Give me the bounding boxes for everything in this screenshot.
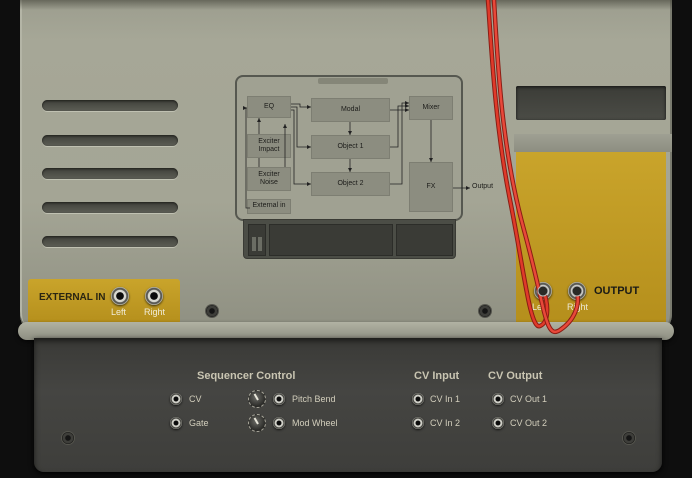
mod-wheel-jack[interactable] [273,417,285,429]
block-object2: Object 2 [311,172,390,196]
cv-in-1-jack[interactable] [412,393,424,405]
pitch-bend-trim-knob[interactable] [248,390,266,408]
cv-label: CV [189,394,202,404]
vent-slot [42,236,178,247]
vent-slot [42,100,178,111]
screw-icon [206,305,218,317]
display-cell [396,224,453,256]
cv-input-title: CV Input [414,370,460,382]
sequencer-control-title: Sequencer Control [197,370,296,382]
gate-jack[interactable] [170,417,182,429]
cv-in-2-label: CV In 2 [430,418,461,428]
external-in-left-jack[interactable] [111,287,129,305]
block-external-in: External in [247,199,291,214]
block-mixer: Mixer [409,96,453,120]
dark-slot [516,86,666,120]
block-exciter-noise: Exciter Noise [247,167,291,191]
panel-shadow [20,0,672,10]
screw-icon [623,432,635,444]
vent-slot [42,168,178,179]
block-eq: EQ [247,96,291,118]
cv-out-1-label: CV Out 1 [510,394,548,404]
cv-in-2-jack[interactable] [412,417,424,429]
pitch-bend-label: Pitch Bend [292,394,336,404]
output-label: OUTPUT [594,285,640,297]
screw-icon [479,305,491,317]
pause-icon [252,237,256,251]
vent-slot [42,135,178,146]
external-in-right-jack[interactable] [145,287,163,305]
block-exciter-impact: Exciter Impact [247,134,291,158]
display-cell [269,224,393,256]
cv-out-2-label: CV Out 2 [510,418,548,428]
external-in-label: EXTERNAL IN [39,292,106,303]
output-left-jack[interactable] [534,282,552,300]
output-right-label: Right [567,302,589,312]
block-fx: FX [409,162,453,212]
screw-icon [62,432,74,444]
screen-display [243,219,456,259]
screen-bezel [318,78,388,84]
output-top-band [514,134,672,152]
cv-in-1-label: CV In 1 [430,394,461,404]
cv-output-title: CV Output [488,370,543,382]
output-right-jack[interactable] [568,282,586,300]
block-modal: Modal [311,98,390,122]
cv-out-1-jack[interactable] [492,393,504,405]
rear-panel-lower [34,338,662,472]
diagram-output-label: Output [472,183,494,190]
pitch-bend-jack[interactable] [273,393,285,405]
cv-out-2-jack[interactable] [492,417,504,429]
display-cell [248,224,266,256]
external-in-right-label: Right [144,307,166,317]
mod-wheel-trim-knob[interactable] [248,414,266,432]
external-in-left-label: Left [111,307,127,317]
output-left-label: Left [532,302,548,312]
cv-jack[interactable] [170,393,182,405]
pause-icon [258,237,262,251]
mod-wheel-label: Mod Wheel [292,418,338,428]
gate-label: Gate [189,418,209,428]
block-object1: Object 1 [311,135,390,159]
vent-slot [42,202,178,213]
